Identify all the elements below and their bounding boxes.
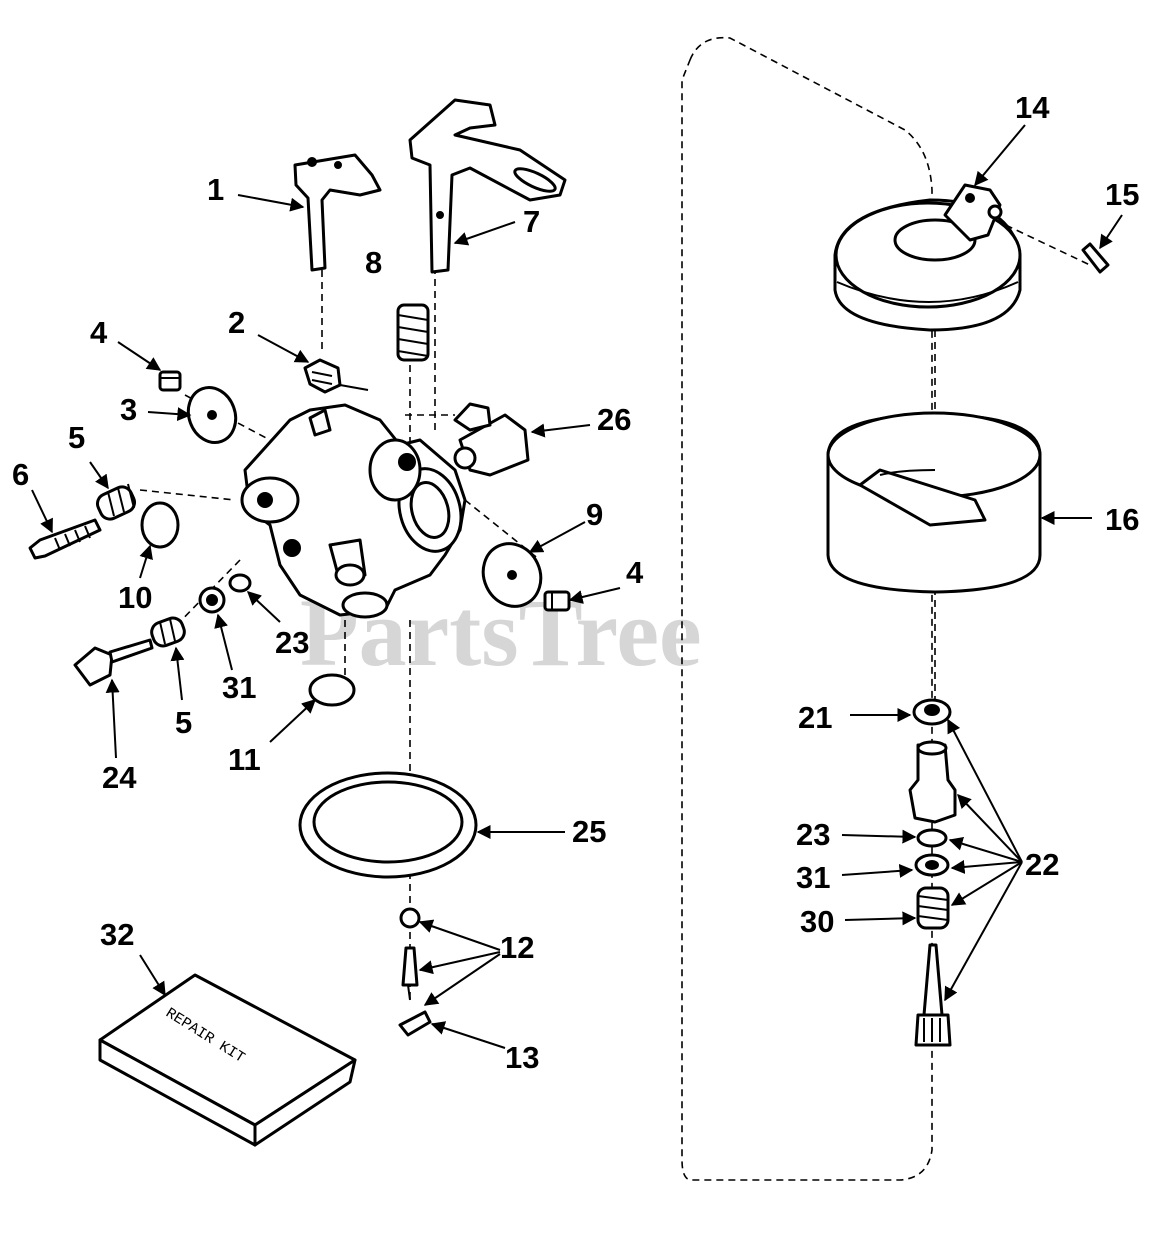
callout-26: 26 (597, 402, 631, 437)
callout-15: 15 (1105, 177, 1139, 212)
part-25-gasket[interactable] (298, 771, 478, 879)
callout-31-right: 31 (796, 860, 830, 895)
part-1-throttle-shaft[interactable] (293, 153, 382, 272)
part-2-throttle-spring[interactable] (303, 358, 369, 394)
callout-32: 32 (100, 917, 134, 952)
leader-lines (31, 124, 1123, 1049)
part-31-seal-right[interactable] (914, 853, 950, 877)
callout-2: 2 (228, 305, 245, 340)
part-9-choke-plate[interactable] (473, 534, 551, 616)
callout-12: 12 (500, 930, 534, 965)
callout-11: 11 (228, 742, 261, 777)
callout-16: 16 (1105, 502, 1139, 537)
callout-14: 14 (1015, 90, 1050, 125)
callout-10: 10 (118, 580, 152, 615)
part-32-repair-kit[interactable]: REPAIR KIT (98, 973, 357, 1147)
part-10-welch-plug[interactable] (140, 501, 180, 549)
part-5-spring-lower[interactable] (149, 615, 187, 648)
part-4-screw-right[interactable] (543, 590, 571, 612)
callout-4-right: 4 (626, 555, 644, 590)
part-7-lever-shaft[interactable] (408, 98, 567, 274)
part-12-needle-seat[interactable] (399, 907, 421, 1001)
part-15-pin[interactable] (1081, 242, 1110, 274)
callout-8: 8 (365, 245, 382, 280)
part-11-welch-plug[interactable] (308, 673, 356, 707)
callout-3: 3 (120, 392, 137, 427)
callout-23-left: 23 (275, 625, 309, 660)
part-5-spring-upper[interactable] (94, 483, 138, 523)
part-26-fuel-fitting[interactable] (453, 402, 530, 477)
part-16-float-bowl[interactable] (826, 411, 1042, 594)
part-23-oring-right[interactable] (916, 828, 948, 848)
callout-25: 25 (572, 814, 606, 849)
callout-7: 7 (523, 204, 540, 239)
part-30-spring[interactable] (916, 886, 950, 930)
callout-9: 9 (586, 497, 603, 532)
part-3-throttle-plate[interactable] (181, 381, 243, 449)
part-14-choke-body[interactable] (833, 183, 1022, 332)
part-4-screw-top[interactable] (158, 370, 182, 392)
part-6-mixture-screw[interactable] (28, 518, 102, 560)
callout-4-top: 4 (90, 315, 108, 350)
callout-5-upper: 5 (68, 420, 85, 455)
part-23-washer-left[interactable] (228, 573, 252, 593)
part-13-clip[interactable] (398, 1010, 432, 1037)
callout-1: 1 (207, 172, 224, 207)
callout-6: 6 (12, 457, 29, 492)
callout-24: 24 (102, 760, 137, 795)
carburetor-body[interactable] (240, 403, 470, 619)
callout-23-right: 23 (796, 817, 830, 852)
part-22-nut[interactable] (908, 740, 957, 824)
part-24-mixture-needle[interactable] (73, 638, 154, 687)
part-22-main-jet-needle[interactable] (914, 943, 952, 1047)
callout-22: 22 (1025, 847, 1059, 882)
callout-31-left: 31 (222, 670, 256, 705)
callout-13: 13 (505, 1040, 539, 1075)
callout-30: 30 (800, 904, 834, 939)
part-21-washer[interactable] (912, 698, 952, 726)
part-31-seal-left[interactable] (198, 586, 226, 614)
group-outline (681, 36, 933, 1181)
part-8-spring[interactable] (396, 303, 430, 362)
callout-5-lower: 5 (175, 705, 192, 740)
callout-21: 21 (798, 700, 832, 735)
callout-numbers: 1 2 3 4 4 5 5 6 7 8 9 10 11 12 13 14 15 … (12, 90, 1139, 1075)
